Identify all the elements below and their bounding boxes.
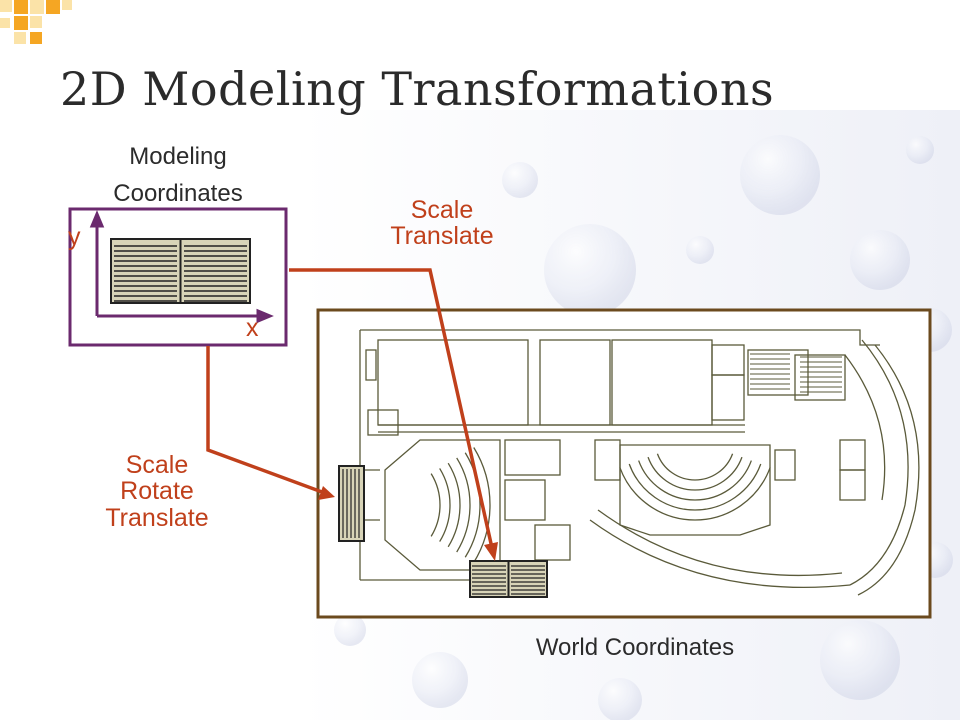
hall-seating-arc	[638, 460, 752, 501]
stair-object-world-bottom	[469, 560, 548, 598]
floor-plan	[359, 329, 920, 596]
world-coordinates-caption: World Coordinates	[535, 634, 735, 661]
arrow-scale-translate	[289, 268, 494, 549]
hall-seating-arc	[464, 452, 481, 558]
arrowhead-scale-translate	[484, 542, 498, 561]
transform-left-line2: Rotate	[120, 477, 194, 506]
transform-left-label: Scale Rotate Translate	[82, 452, 232, 531]
transform-top-label: Scale Translate	[372, 197, 512, 250]
hall-seating-arc	[430, 473, 441, 537]
transform-left-line1: Scale	[125, 451, 189, 479]
hall-seating-arc	[439, 468, 451, 542]
hall-seating-arc	[473, 447, 491, 563]
slide-title: 2D Modeling Transformations	[60, 62, 775, 116]
arrowhead-scale-rotate-translate	[318, 486, 335, 500]
stair-object-world-left	[338, 465, 365, 542]
world-frame	[316, 308, 932, 619]
axis-x-label: x	[246, 314, 259, 342]
hall-seating-arc	[447, 462, 461, 548]
hall-seating-arc	[647, 456, 743, 491]
modeling-axes	[89, 210, 274, 324]
transform-top-line2: Translate	[390, 222, 494, 251]
hall-seating-arc	[619, 467, 771, 521]
hall-seating-arc	[656, 453, 734, 481]
stair-object-model	[110, 238, 251, 304]
modeling-coordinates-caption: Modeling Coordinates	[70, 138, 286, 212]
hall-seating-arc	[456, 457, 471, 553]
transform-left-line3: Translate	[105, 503, 209, 532]
corner-decoration	[0, 0, 72, 44]
modeling-caption-line1: Modeling	[129, 143, 227, 170]
hall-seating-arc	[628, 463, 762, 511]
arrow-scale-rotate-translate	[206, 346, 323, 494]
transform-top-line1: Scale	[410, 196, 474, 224]
modeling-caption-line2: Coordinates	[113, 180, 243, 208]
axis-y-label: y	[68, 223, 81, 251]
